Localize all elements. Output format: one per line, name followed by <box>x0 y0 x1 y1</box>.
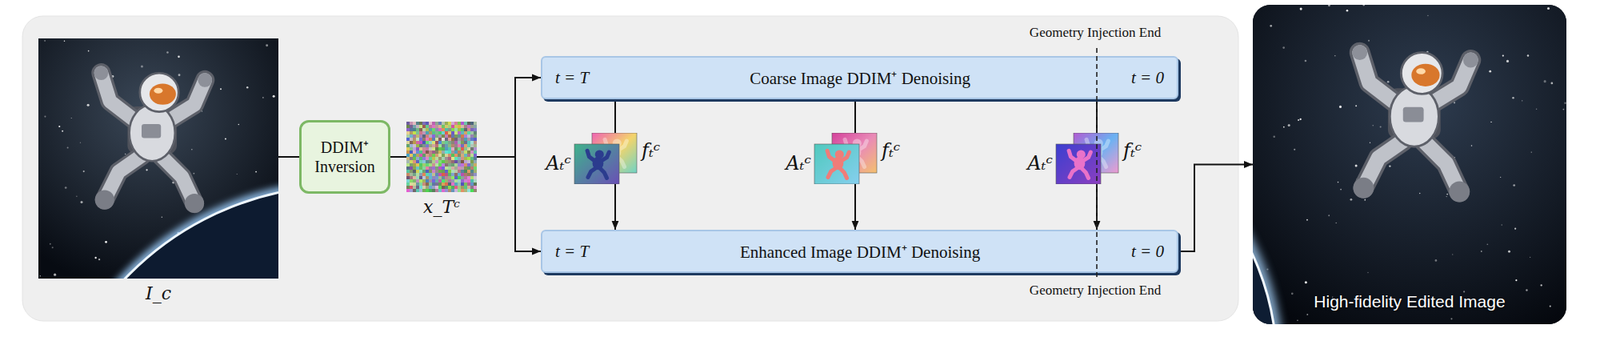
feature-maps: Aₜᶜ fₜᶜ <box>784 132 912 184</box>
flow-arrow <box>1096 184 1098 230</box>
flow-arrow <box>614 99 616 133</box>
attention-symbol: Aₜᶜ <box>1027 153 1053 173</box>
flow-arrow <box>476 156 541 252</box>
geometry-injection-label: Geometry Injection End <box>1029 282 1161 299</box>
feature-symbol: fₜᶜ <box>881 140 900 160</box>
feature-symbol: fₜᶜ <box>1123 140 1142 160</box>
flow-arrow <box>1096 99 1098 133</box>
feature-maps: Aₜᶜ fₜᶜ <box>544 132 672 184</box>
timestep-label: t = 0 <box>1131 241 1164 262</box>
timestep-label: t = 0 <box>1131 68 1164 88</box>
astronaut-illustration <box>38 38 279 279</box>
noise-illustration <box>406 121 477 192</box>
image-caption: High-fidelity Edited Image <box>1252 292 1567 312</box>
flow-arrow <box>278 156 300 158</box>
band-title: Coarse Image DDIM⁺ Denoising <box>749 66 971 89</box>
flow-arrow <box>390 156 407 158</box>
image-symbol: I_c <box>38 283 279 304</box>
inversion-box: DDIM⁺ Inversion <box>299 120 391 194</box>
timestep-label: t = T <box>555 241 589 262</box>
attention-symbol: Aₜᶜ <box>785 153 812 173</box>
feature-symbol: fₜᶜ <box>641 140 660 160</box>
flow-arrow <box>614 184 616 230</box>
input-image: I_c <box>38 38 279 279</box>
denoising-band: t = T Coarse Image DDIM⁺ Denoising t = 0 <box>540 56 1179 100</box>
output-image: High-fidelity Edited Image <box>1252 4 1567 324</box>
flow-arrow <box>476 77 541 157</box>
timestep-label: t = T <box>555 68 589 88</box>
attention-symbol: Aₜᶜ <box>545 153 572 173</box>
injection-end-dashed-line <box>1096 48 1098 280</box>
edited-astronaut-illustration <box>1252 4 1567 324</box>
image-symbol: x_Tᶜ <box>406 196 477 217</box>
flow-arrow <box>1178 164 1253 252</box>
flow-arrow <box>854 99 856 133</box>
denoising-band: t = T Enhanced Image DDIM⁺ Denoising t = 0 <box>540 229 1179 273</box>
box-label: DDIM⁺ Inversion <box>306 137 384 176</box>
band-title: Enhanced Image DDIM⁺ Denoising <box>740 240 980 263</box>
flow-arrow <box>854 184 856 230</box>
feature-maps: Aₜᶜ fₜᶜ <box>1025 132 1154 184</box>
noise-latent: x_Tᶜ <box>406 121 477 192</box>
geometry-injection-label: Geometry Injection End <box>1029 24 1161 41</box>
